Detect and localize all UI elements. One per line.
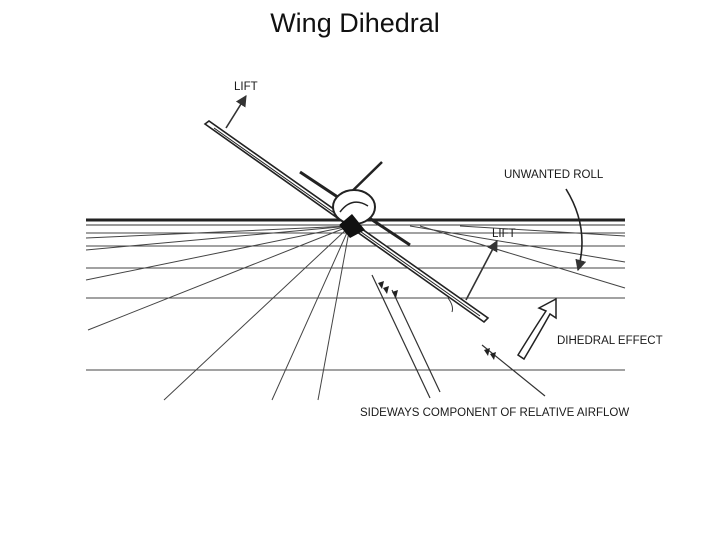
ground-grid-horizontal xyxy=(86,232,625,371)
ground-grid-perspective xyxy=(85,225,626,401)
label-dihedral-effect: DIHEDRAL EFFECT xyxy=(557,335,663,347)
label-sideways-component: SIDEWAYS COMPONENT OF RELATIVE AIRFLOW xyxy=(360,407,629,419)
unwanted-roll-arrow xyxy=(565,188,587,272)
lift-arrow-wing xyxy=(465,240,498,301)
label-lift-wing: LIFT xyxy=(492,228,516,240)
airflow-chevrons xyxy=(378,281,496,360)
dihedral-effect-arrow xyxy=(516,297,557,361)
label-unwanted-roll: UNWANTED ROLL xyxy=(504,169,604,181)
engine-cowl xyxy=(339,214,365,238)
label-lift-top: LIFT xyxy=(234,81,258,93)
aircraft xyxy=(203,120,490,324)
relative-airflow-lines xyxy=(371,274,546,399)
angle-mark xyxy=(447,297,453,313)
slide-title: Wing Dihedral xyxy=(270,8,440,38)
lift-arrow-top xyxy=(225,95,247,129)
